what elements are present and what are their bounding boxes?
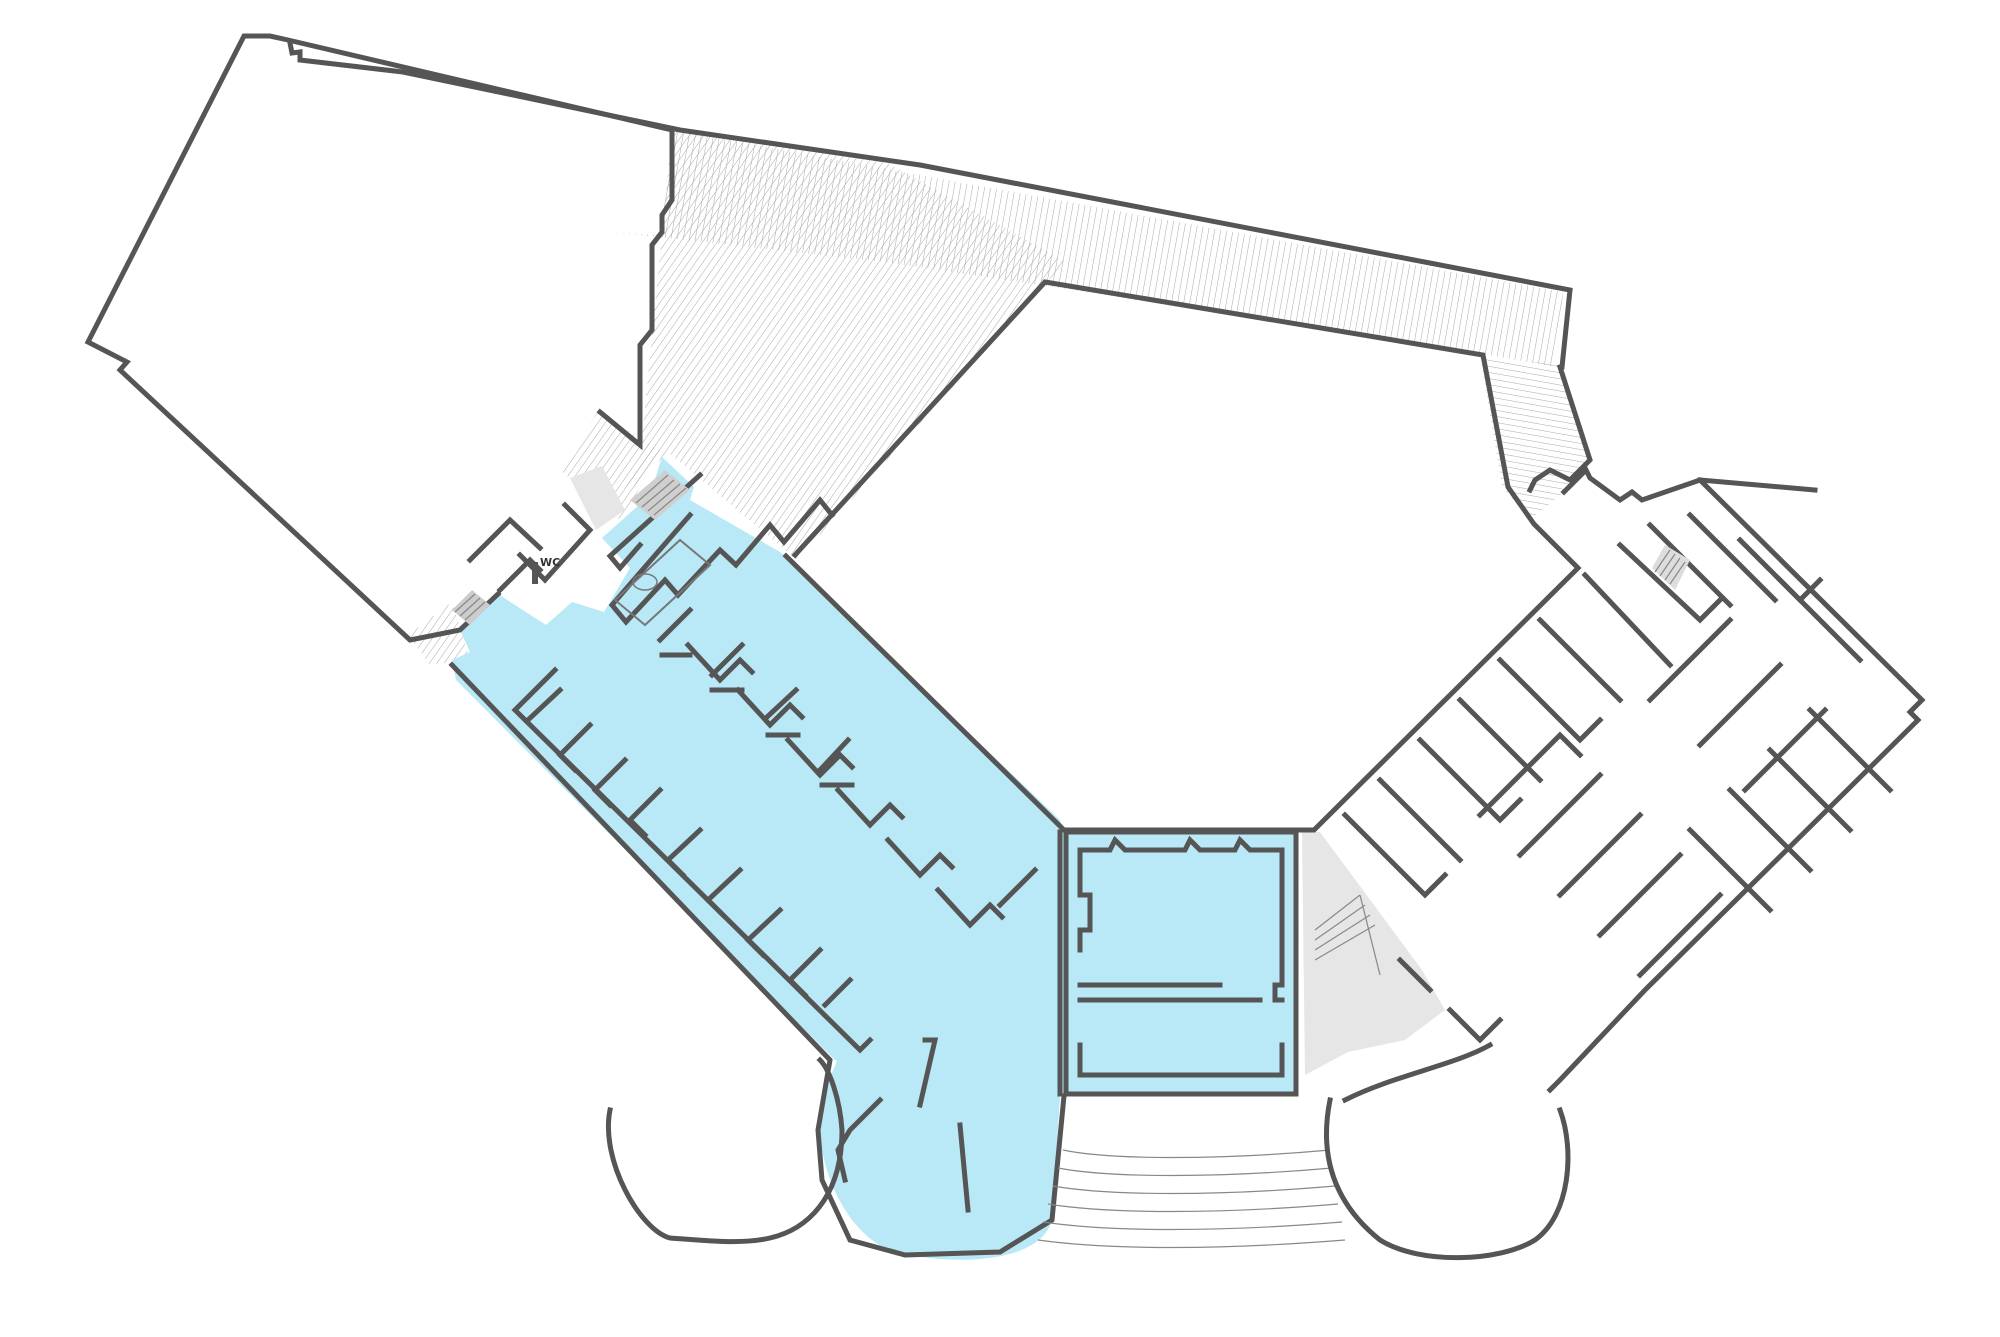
east-wing-outer-2 (1697, 477, 1818, 493)
central-inner-top (1077, 835, 1285, 853)
small-gray-room (570, 466, 625, 530)
stair-hall-steps (1314, 894, 1381, 976)
highlighted-wing (452, 457, 1298, 1260)
east-tower-inner (1341, 1041, 1494, 1104)
reception-oval (632, 573, 658, 591)
stair-hall-gray (1302, 832, 1445, 1075)
north-stair (630, 470, 690, 520)
west-tower-wall (606, 1056, 845, 1245)
west-stair (452, 590, 490, 625)
wc-area (466, 501, 594, 594)
north-inner-wall (1526, 363, 1593, 494)
west-tower-inner (835, 1096, 884, 1184)
hl-wing-outer-west (448, 661, 1067, 1258)
east-tower-wall (1324, 1097, 1571, 1261)
central-block-inner (1077, 847, 1093, 953)
east-stair (1652, 545, 1690, 590)
wc-label: WC (540, 556, 560, 569)
west-tower-strut (917, 1037, 939, 1108)
central-block-outline (1063, 829, 1299, 1097)
reception-desk (613, 538, 712, 627)
west-building-outer-wall-2 (596, 127, 675, 451)
west-building-outer-wall (84, 33, 676, 643)
central-inner-right (1272, 847, 1285, 1003)
central-inner-bottom (1077, 1042, 1285, 1078)
west-tower-strut-2 (957, 1122, 971, 1213)
corridor-north-wall (608, 496, 836, 626)
top-roof-wall (287, 40, 1573, 370)
diagonal-ramp-band (620, 130, 1066, 560)
corridor-t-walls (656, 606, 855, 788)
east-wing-partitions (1341, 511, 1894, 1044)
east-side-partitions (684, 641, 1063, 1097)
corridor-south-wall (511, 666, 874, 1054)
front-steps (1037, 1149, 1346, 1249)
west-wing-partitions (524, 686, 854, 1009)
